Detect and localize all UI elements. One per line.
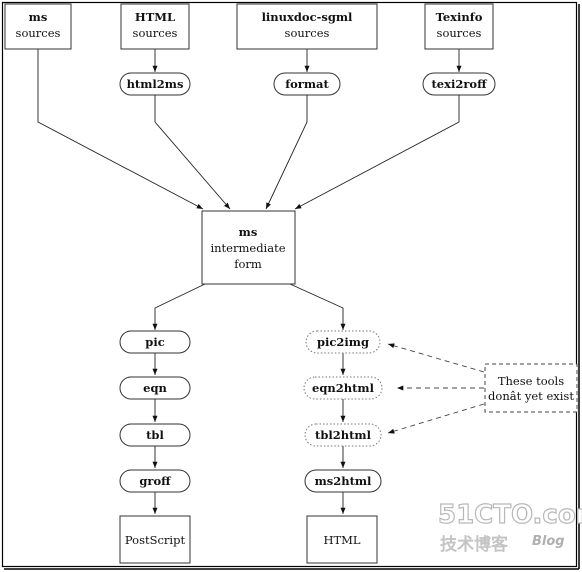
node-ms-intermediate: ms intermediate form (201, 210, 296, 285)
edge-texi2roff-to-intermediate (294, 95, 460, 210)
node-html-sources: HTML sources (120, 3, 190, 50)
edge-note-to-pic2img (387, 343, 485, 373)
node-ms-sources-sub: sources (16, 26, 61, 40)
node-postscript: PostScript (119, 515, 191, 564)
edge-intermediate-to-pic (152, 283, 206, 330)
svg-text:eqn: eqn (143, 381, 167, 395)
node-html-sources-title: HTML (135, 10, 175, 24)
node-eqn2html: eqn2html (303, 376, 383, 400)
node-linuxdoc-sources-title: linuxdoc-sgml (262, 10, 353, 24)
svg-text:format: format (285, 77, 329, 91)
svg-text:pic: pic (145, 335, 164, 349)
node-texinfo-sources: Texinfo sources (424, 3, 494, 50)
svg-text:PostScript: PostScript (125, 533, 186, 547)
svg-text:eqn2html: eqn2html (312, 381, 375, 395)
watermark-sub-text: 技术博客 (440, 534, 509, 555)
node-ms-sources-title: ms (29, 10, 48, 24)
node-linuxdoc-sources-sub: sources (285, 26, 330, 40)
svg-text:ms2html: ms2html (315, 474, 372, 488)
edge-html2ms-to-intermediate (154, 95, 231, 210)
svg-text:HTML: HTML (323, 533, 360, 547)
svg-text:groff: groff (139, 474, 172, 488)
edge-format-to-intermediate (265, 95, 308, 210)
svg-text:html2ms: html2ms (127, 77, 184, 91)
edge-ms-sources-to-intermediate (37, 49, 204, 210)
svg-text:tbl2html: tbl2html (315, 428, 372, 442)
node-tbl: tbl (119, 423, 191, 447)
node-eqn: eqn (119, 376, 191, 400)
watermark-main-text: 51CTO.com (438, 500, 582, 530)
svg-text:ms: ms (239, 225, 258, 239)
node-texinfo-sources-sub: sources (437, 26, 482, 40)
svg-text:pic2img: pic2img (317, 335, 369, 349)
node-html-output: HTML (306, 515, 378, 564)
node-format: format (273, 72, 341, 96)
note-line-1: These tools (498, 374, 564, 388)
node-texi2roff: texi2roff (422, 72, 496, 96)
svg-text:tbl: tbl (146, 428, 164, 442)
svg-text:form: form (234, 257, 262, 271)
svg-text:texi2roff: texi2roff (431, 77, 488, 91)
node-texinfo-sources-title: Texinfo (436, 10, 483, 24)
watermark-blog-text: Blog (532, 534, 565, 549)
edge-note-to-tbl2html (387, 403, 485, 434)
note-box: These tools donât yet exist (484, 363, 578, 413)
watermark-logo: 51CTO.com 技术博客 Blog (437, 499, 582, 555)
note-line-2: donât yet exist (488, 389, 574, 403)
node-tbl2html: tbl2html (304, 423, 382, 447)
node-ms2html: ms2html (304, 469, 382, 493)
node-pic2img: pic2img (305, 330, 381, 354)
node-ms-sources: ms sources (4, 3, 72, 50)
svg-text:intermediate: intermediate (210, 241, 285, 255)
edge-intermediate-to-pic2img (289, 283, 346, 330)
node-html-sources-sub: sources (133, 26, 178, 40)
node-groff: groff (119, 469, 191, 493)
node-linuxdoc-sources: linuxdoc-sgml sources (236, 3, 378, 50)
node-html2ms: html2ms (119, 72, 191, 96)
node-pic: pic (119, 330, 191, 354)
